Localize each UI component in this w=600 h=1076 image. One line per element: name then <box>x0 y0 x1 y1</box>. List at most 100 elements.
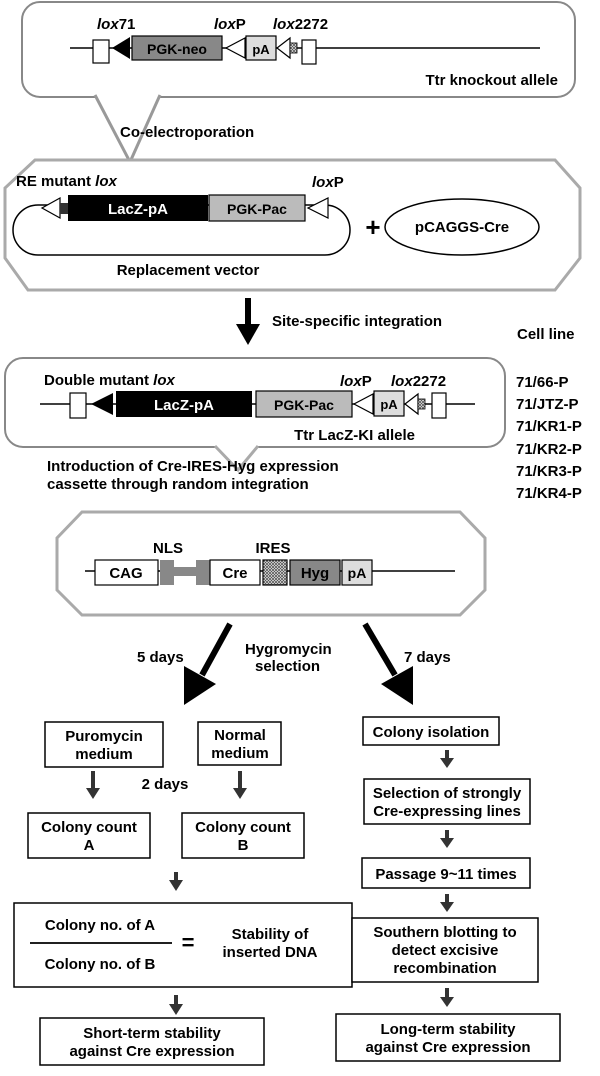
long-term-cre-label: against Cre expression <box>365 1039 530 1056</box>
spacer-box <box>417 398 426 410</box>
cre-label: Cre <box>222 565 247 582</box>
exon-box <box>431 392 447 419</box>
down-arrow <box>86 771 100 799</box>
exon-box <box>92 39 110 64</box>
colony-count-b-label: Colony count <box>195 819 291 836</box>
normal-label: Normal <box>214 727 266 744</box>
down-arrow <box>440 988 454 1007</box>
strong-selection-label: Selection of strongly <box>373 785 522 802</box>
colony-count-b-box <box>181 812 305 859</box>
loxp-arrow <box>352 393 374 415</box>
lox71-label: lox71 <box>97 16 135 33</box>
puromycin-label: Puromycin <box>65 728 143 745</box>
pa-box <box>373 390 405 417</box>
cre-cassette-panel: CAG Cre Hyg pA NLS IRES <box>55 510 487 617</box>
cell-line-title: Cell line <box>517 326 575 343</box>
short-term-label: Short-term stability <box>83 1025 221 1042</box>
pa-label: pA <box>252 42 270 57</box>
colony-count-a-box <box>27 812 151 859</box>
re-lox-spacer <box>60 203 68 214</box>
five-days-label: 5 days <box>137 649 184 666</box>
colony-count-a-letter: A <box>84 837 95 854</box>
callout-wedge <box>213 444 260 473</box>
pgk-neo-label: PGK-neo <box>147 41 207 57</box>
exon-box <box>301 39 317 65</box>
lox2272-label: lox2272 <box>391 373 446 390</box>
exon-box <box>69 392 87 419</box>
lacz-ki-allele-panel: LacZ-pA PGK-Pac pA Double mutant lox lox… <box>4 357 506 448</box>
stability-label: Stability of <box>232 926 310 943</box>
pa-box <box>245 35 277 61</box>
pcaggs-cre-label: pCAGGS-Cre <box>415 219 509 236</box>
nls-linker <box>174 567 196 576</box>
long-term-box <box>335 1013 561 1062</box>
down-arrow <box>440 894 454 912</box>
two-days-label: 2 days <box>142 776 189 793</box>
nls-label: NLS <box>153 540 183 557</box>
spacer-box <box>289 42 298 54</box>
long-term-label: Long-term stability <box>380 1021 516 1038</box>
pa-label: pA <box>380 397 398 412</box>
nls-block <box>160 560 174 585</box>
cag-box <box>94 559 159 586</box>
loxp-label: loxP <box>214 16 246 33</box>
left-branch: Puromycin medium Normal medium 2 days Co… <box>13 721 353 1066</box>
knockout-allele-label: Ttr knockout allele <box>425 72 558 89</box>
puromycin-medium-label: medium <box>75 746 133 763</box>
formula-equals: = <box>182 930 195 955</box>
colony-isolation-box <box>362 716 500 746</box>
detect-excisive-label: detect excisive <box>392 942 499 959</box>
five-day-arrow <box>184 622 233 705</box>
re-mutant-lox-label: RE mutant lox <box>16 173 118 190</box>
short-term-cre-label: against Cre expression <box>69 1043 234 1060</box>
southern-label: Southern blotting to <box>373 924 516 941</box>
loxp-label: loxP <box>340 373 372 390</box>
ires-label: IRES <box>255 540 290 557</box>
cag-label: CAG <box>109 565 142 582</box>
down-arrow <box>233 771 247 799</box>
introduction-line-2: cassette through random integration <box>47 476 309 493</box>
down-arrow <box>440 830 454 848</box>
normal-medium-label: medium <box>211 745 269 762</box>
hyg-label: Hyg <box>301 565 329 582</box>
cell-line-item: 71/KR3-P <box>516 463 582 480</box>
replacement-loxp-label: loxP <box>312 174 344 191</box>
right-branch: Colony isolation Selection of strongly C… <box>335 716 561 1062</box>
strong-selection-box <box>363 778 531 825</box>
short-term-box <box>39 1017 265 1066</box>
site-specific-arrow <box>236 298 260 345</box>
seven-days-label: 7 days <box>404 649 451 666</box>
puromycin-box <box>44 721 164 768</box>
stability-formula-box <box>13 902 353 988</box>
passage-label: Passage 9~11 times <box>375 866 516 883</box>
co-electroporation-label: Co-electroporation <box>120 124 254 141</box>
introduction-line-1: Introduction of Cre-IRES-Hyg expression <box>47 458 339 475</box>
seven-day-arrow <box>362 622 413 705</box>
formula-numerator: Colony no. of A <box>45 917 155 934</box>
recombination-label: recombination <box>393 960 496 977</box>
pa-label: pA <box>348 565 367 581</box>
pgk-pac-box <box>255 390 353 418</box>
pgk-pac-label: PGK-Pac <box>274 397 334 413</box>
lacz-ki-allele-label: Ttr LacZ-KI allele <box>294 427 415 444</box>
nls-block <box>196 560 210 585</box>
loxp-arrow <box>306 197 329 219</box>
replacement-vector-label: Replacement vector <box>117 262 260 279</box>
pgk-pac-label: PGK-Pac <box>227 201 287 217</box>
passage-box <box>361 857 531 889</box>
hyg-box <box>289 559 341 586</box>
southern-box <box>351 917 539 983</box>
replacement-vector-panel: LacZ-pA PGK-Pac RE mutant lox loxP + pCA… <box>3 158 582 292</box>
knockout-allele-panel: PGK-neo pA lox71 loxP lox2272 Ttr knocko… <box>21 1 576 98</box>
lox71-arrow <box>112 37 130 59</box>
down-arrow <box>169 995 183 1015</box>
down-arrow <box>440 750 454 768</box>
cell-line-item: 71/KR1-P <box>516 418 582 435</box>
hygromycin-label: Hygromycin <box>245 641 332 658</box>
pcaggs-cre-ellipse <box>384 198 540 256</box>
down-arrow <box>169 872 183 891</box>
cre-lines-label: Cre-expressing lines <box>373 803 521 820</box>
colony-count-a-label: Colony count <box>41 819 137 836</box>
inserted-dna-label: inserted DNA <box>222 944 317 961</box>
